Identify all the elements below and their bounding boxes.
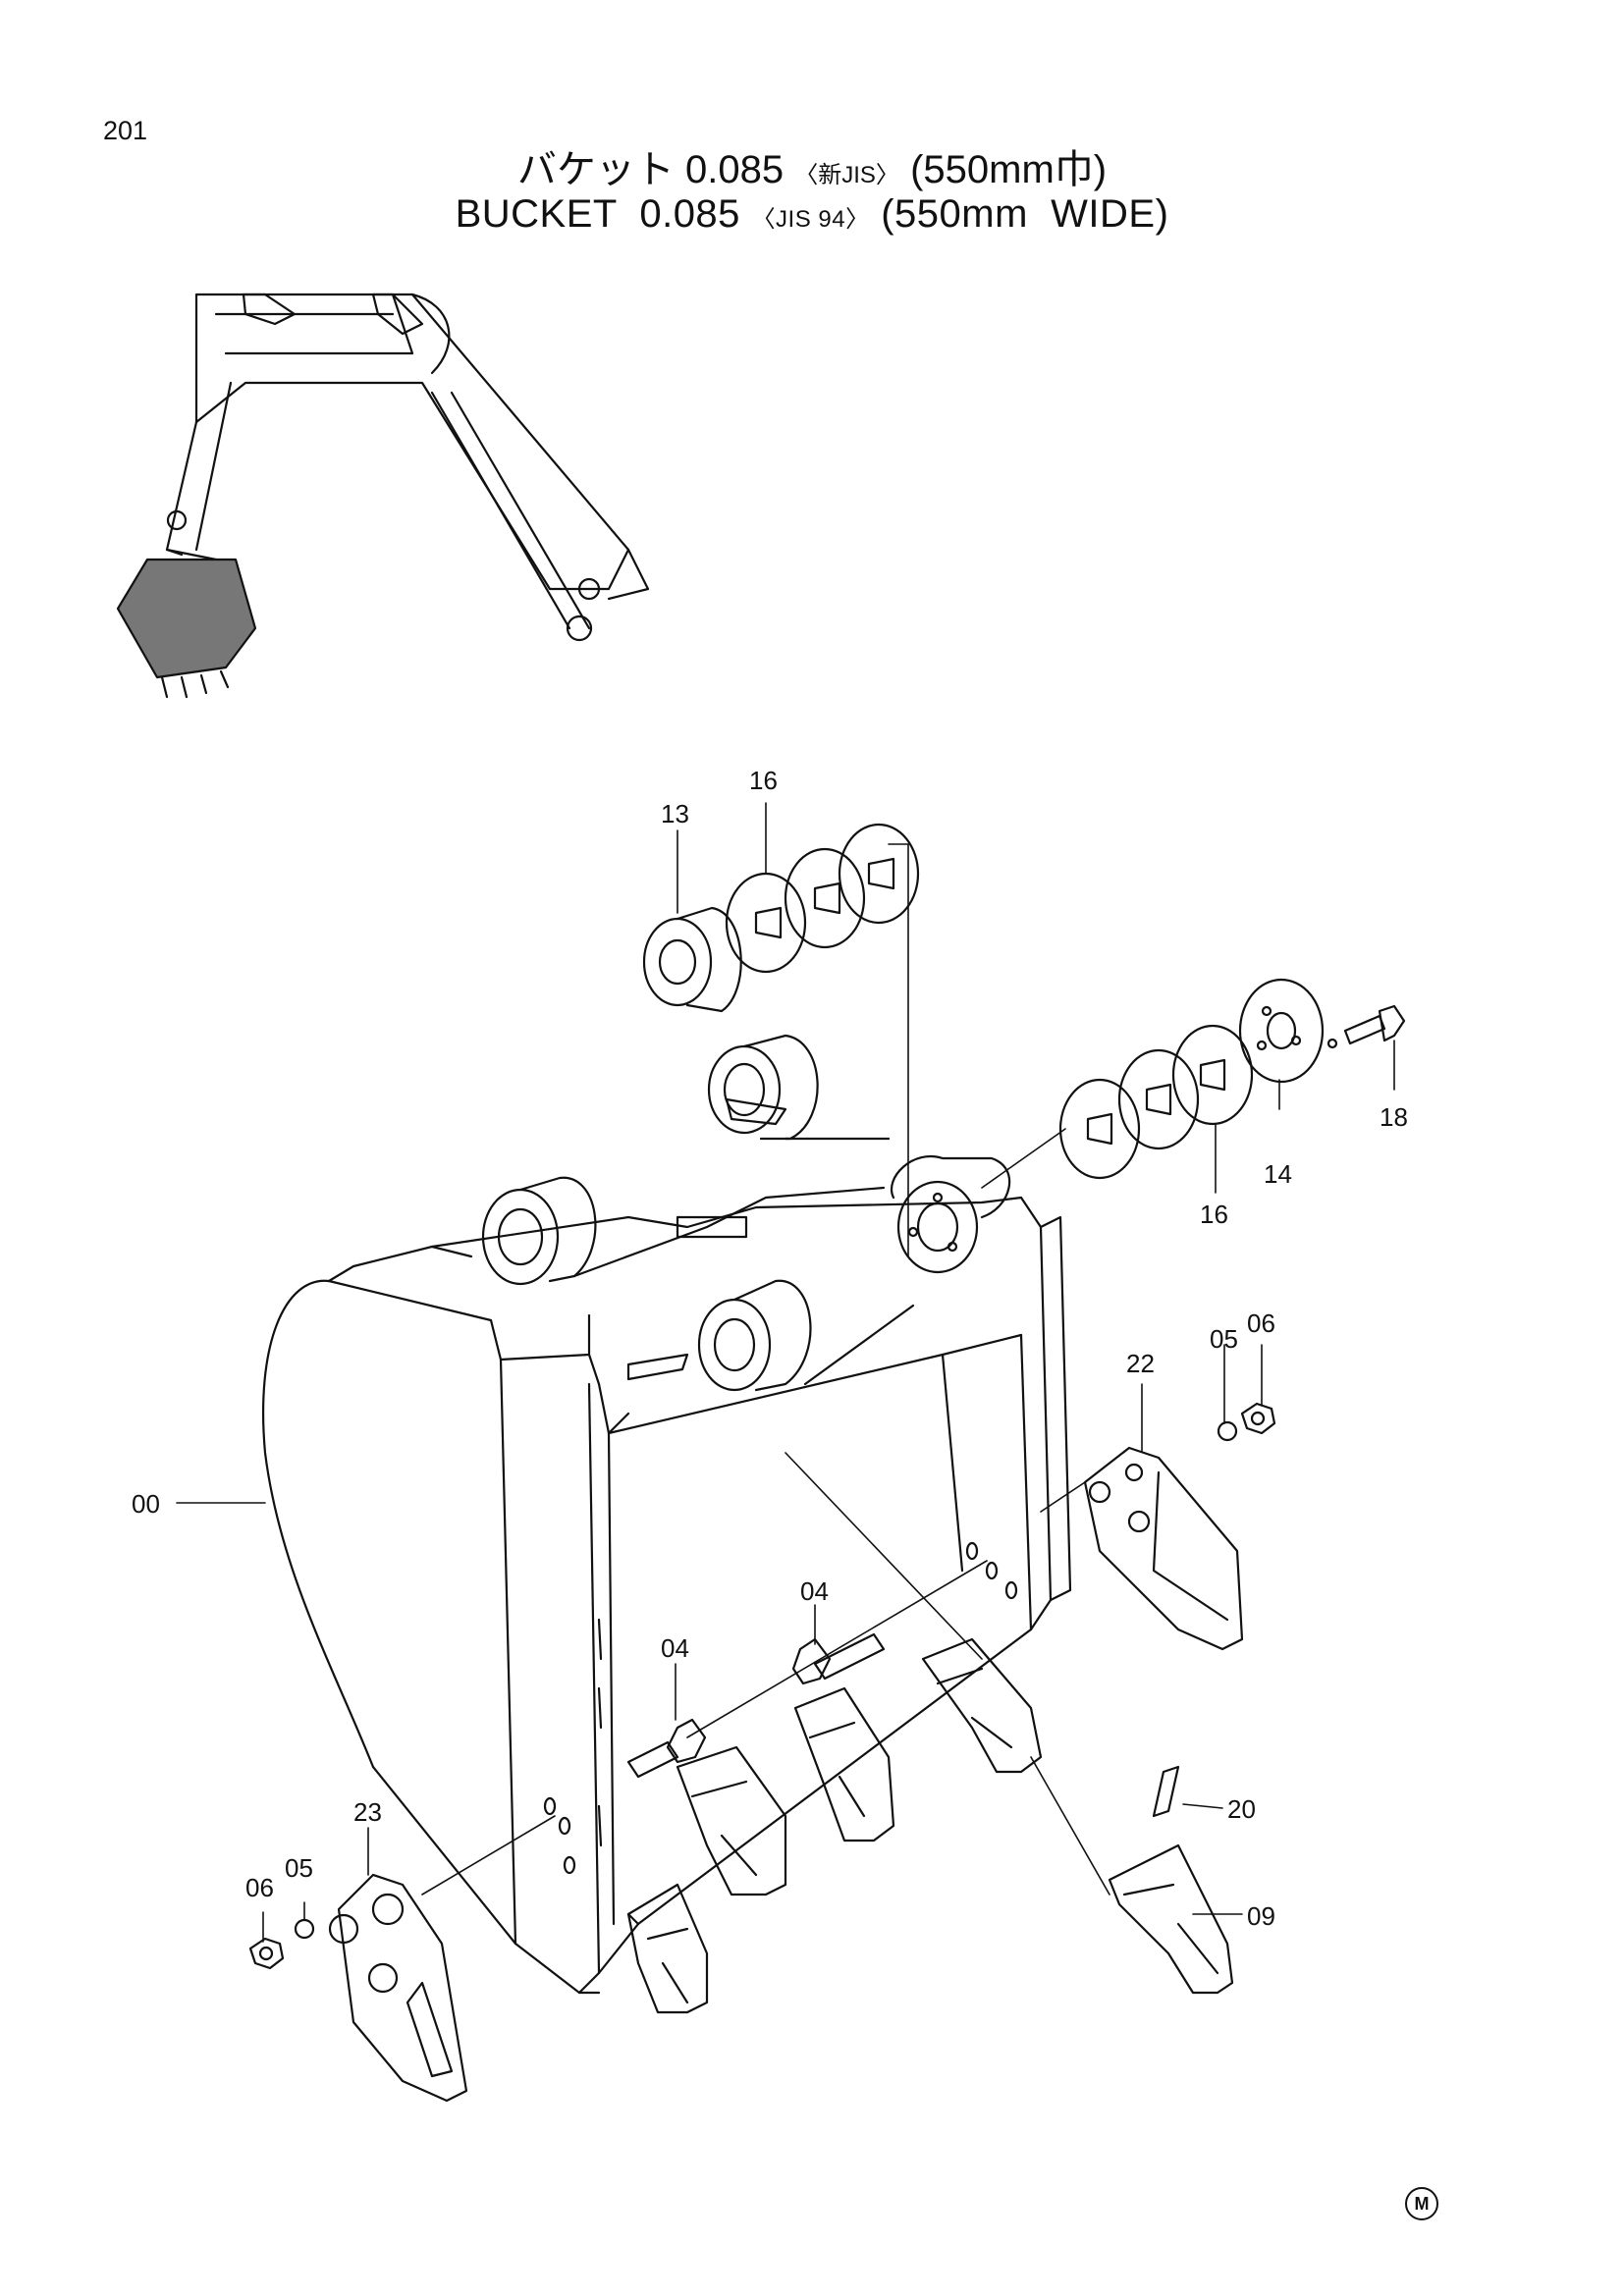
callout-04-lower: 04 — [661, 1633, 689, 1663]
side-cutter-23 — [328, 1873, 468, 2103]
excavator-locator-illustration — [116, 293, 650, 699]
callout-14: 14 — [1264, 1159, 1292, 1189]
callout-22: 22 — [1126, 1349, 1155, 1378]
washer-05-right — [1217, 1420, 1238, 1442]
callout-23: 23 — [353, 1797, 382, 1827]
title-jp-standard: 〈新JIS〉 — [794, 162, 899, 188]
shims-16-upper — [725, 823, 920, 974]
callout-16-lower: 16 — [1200, 1200, 1228, 1229]
side-cutter-22 — [1083, 1446, 1244, 1651]
callout-18: 18 — [1380, 1102, 1408, 1132]
plate-14 — [1238, 978, 1325, 1084]
callout-09: 09 — [1247, 1901, 1275, 1931]
leader-lines — [176, 802, 1395, 1943]
title-en-standard: 〈JIS 94〉 — [751, 206, 870, 233]
nut-06-right — [1240, 1402, 1276, 1435]
callout-13: 13 — [661, 799, 689, 828]
bucket-boss-bushings — [481, 1034, 1011, 1392]
corner-m-mark: M — [1405, 2187, 1438, 2220]
title-japanese: バケット 0.085 〈新JIS〉 (550mm巾) — [0, 137, 1624, 194]
body-bolt-holes — [543, 1541, 1018, 1875]
bolt-18 — [1326, 1004, 1406, 1049]
title-en-width: (550mm WIDE) — [881, 192, 1169, 236]
callout-00: 00 — [132, 1489, 160, 1519]
bucket-body-00 — [261, 1196, 1072, 1995]
callout-06-left: 06 — [245, 1873, 274, 1902]
washer-05-left — [294, 1918, 315, 1940]
bolt-04-lower — [626, 1718, 707, 1779]
bolt-04-upper — [791, 1632, 886, 1685]
page-number: 201 — [103, 116, 148, 145]
callout-05-right: 05 — [1210, 1324, 1238, 1354]
title-en-main: BUCKET 0.085 — [455, 192, 740, 236]
lock-pin-20 — [1152, 1765, 1180, 1818]
callout-16-upper: 16 — [749, 766, 778, 795]
shims-16-lower — [1058, 1024, 1254, 1180]
title-jp-width: (550mm巾) — [910, 148, 1108, 191]
pin-13 — [642, 906, 742, 1013]
callout-04-upper: 04 — [800, 1576, 829, 1606]
callout-06-right: 06 — [1247, 1308, 1275, 1338]
tooth-point-09 — [1108, 1843, 1234, 1995]
title-english: BUCKET 0.085 〈JIS 94〉 (550mm WIDE) — [0, 192, 1624, 237]
callout-05-left: 05 — [285, 1853, 313, 1883]
callout-20: 20 — [1227, 1794, 1256, 1824]
bucket-teeth — [626, 1637, 1043, 2014]
nut-06-left — [248, 1937, 285, 1970]
callout-labels: 00 13 16 18 14 16 22 05 06 04 04 20 09 2… — [132, 766, 1408, 1931]
title-jp-main: バケット 0.085 — [516, 148, 785, 191]
